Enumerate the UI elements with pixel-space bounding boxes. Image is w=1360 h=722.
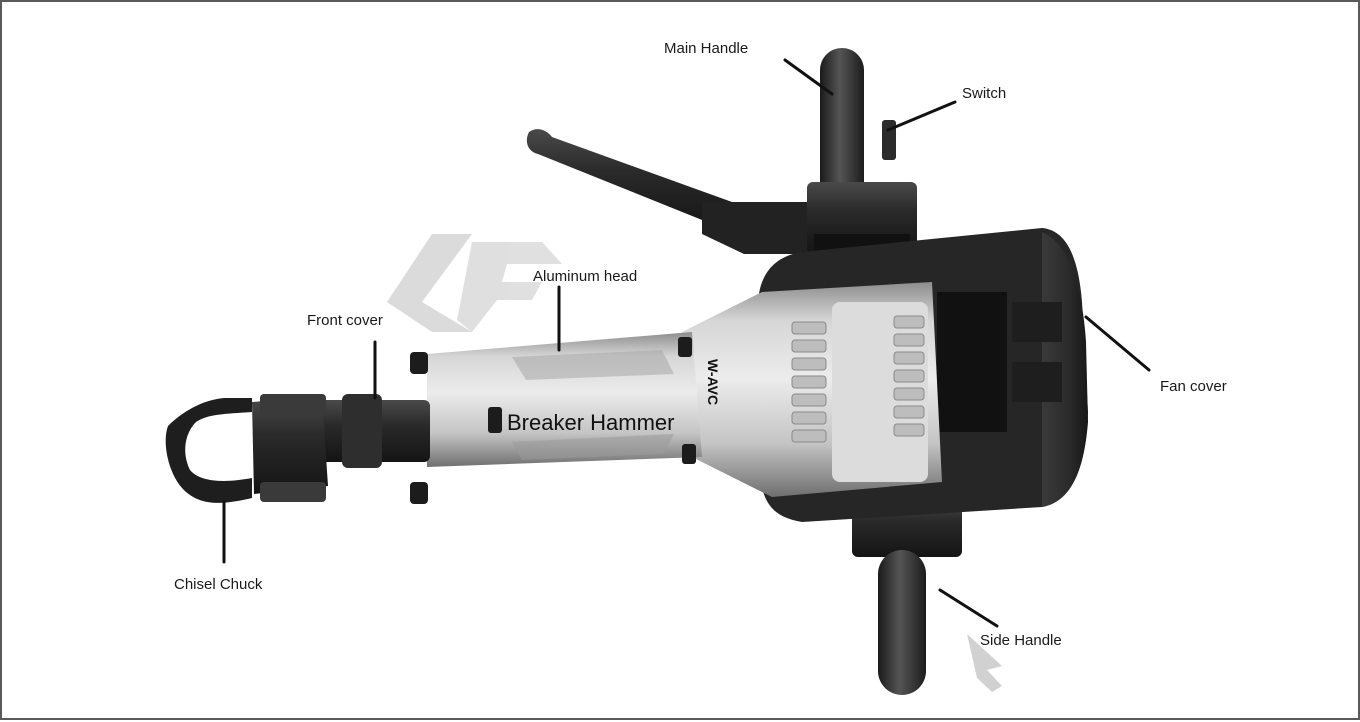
gearbox-body: W-AVC (682, 282, 942, 497)
leader-lines (222, 58, 1151, 628)
aluminum-head-shape: Breaker Hammer (410, 332, 702, 504)
brand-logo-text: W-AVC (705, 359, 721, 405)
leader-switch (886, 100, 957, 132)
side-handle-shape (852, 497, 962, 695)
label-chisel-chuck: Chisel Chuck (174, 576, 263, 593)
brand-logo: W-AVC (705, 359, 721, 405)
body-text: Breaker Hammer (507, 410, 674, 435)
label-switch: Switch (962, 85, 1006, 102)
leader-fan-cover (1084, 315, 1151, 372)
label-fan-cover: Fan cover (1160, 378, 1227, 395)
chisel-chuck-shape (165, 394, 328, 503)
label-aluminum-head: Aluminum head (533, 268, 637, 285)
watermark-logo (387, 234, 562, 332)
label-front-cover: Front cover (307, 312, 383, 329)
main-handle-shape (807, 48, 917, 254)
rear-hook-handle (526, 129, 832, 254)
label-main-handle: Main Handle (664, 40, 748, 57)
leader-main-handle (783, 58, 834, 96)
label-side-handle: Side Handle (980, 632, 1062, 649)
watermark-mark (967, 634, 1002, 692)
labels: Main Handle Switch Aluminum head Front c… (174, 40, 1227, 649)
front-cover-shape (320, 394, 430, 468)
leader-side-handle (938, 588, 999, 628)
